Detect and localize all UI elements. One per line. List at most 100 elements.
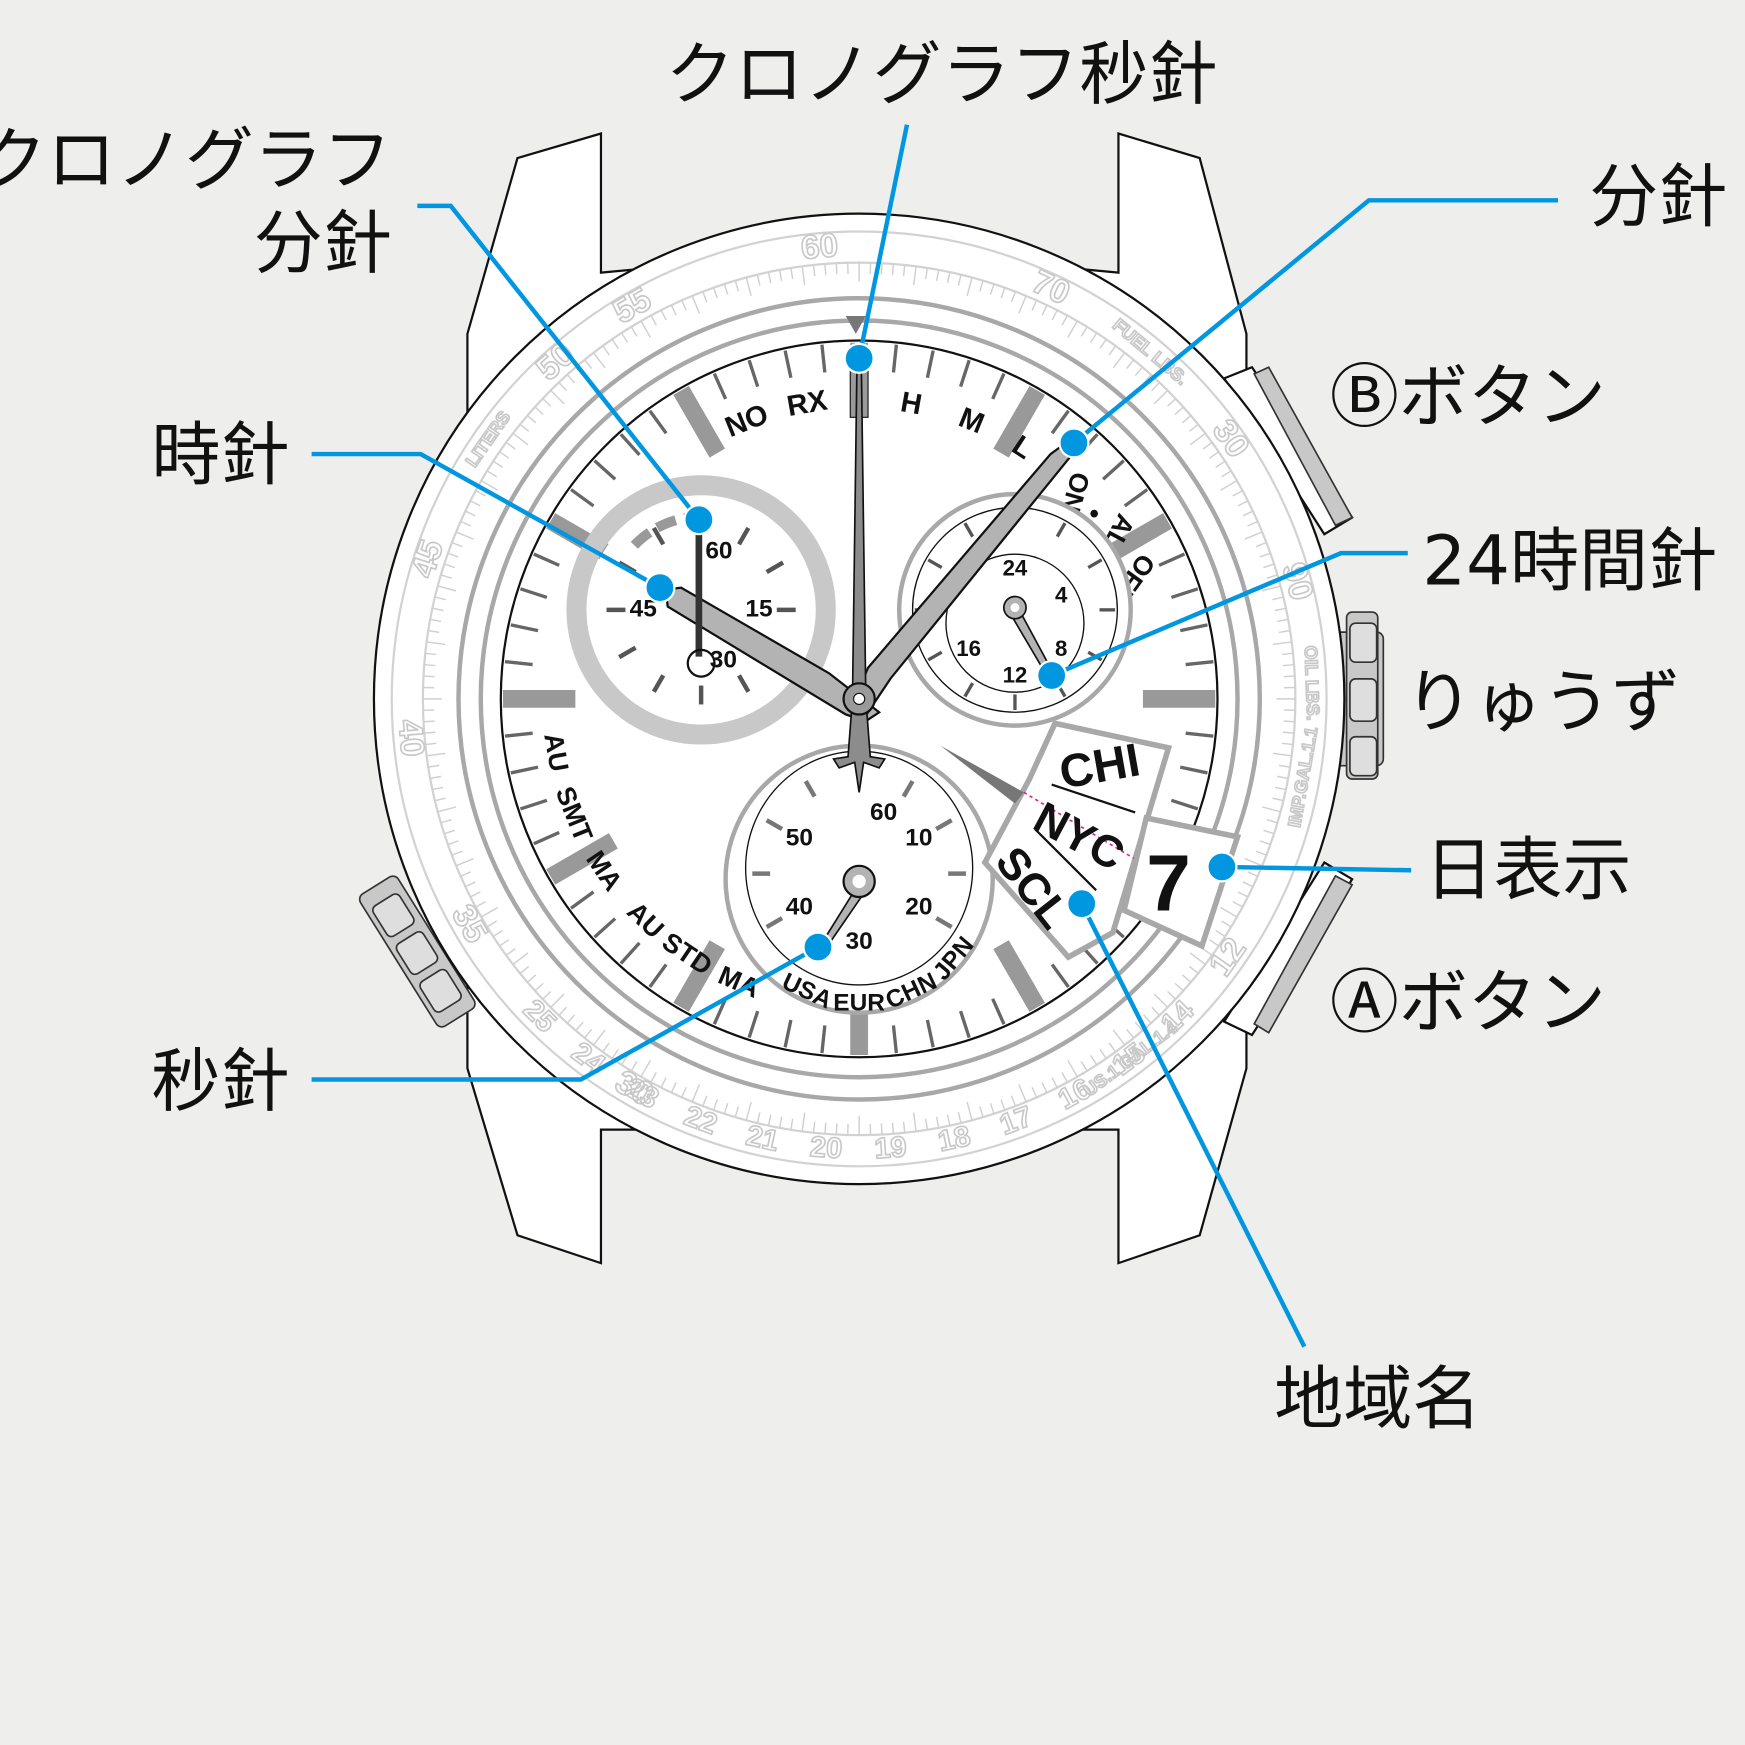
minute-tick	[570, 488, 595, 508]
label-minute-hand: 分針	[1589, 157, 1727, 237]
bezel-tick	[723, 283, 729, 295]
bezel-tick	[891, 1122, 895, 1134]
bezel-tick	[1051, 309, 1058, 321]
minute-tick	[991, 372, 1006, 400]
chrono-minute-hand	[686, 528, 716, 678]
bezel-tick	[1018, 295, 1027, 314]
subdial-tick	[901, 779, 915, 798]
bezel-tick	[437, 806, 457, 813]
bezel-tick	[1108, 1042, 1117, 1053]
bezel-tick	[912, 1112, 917, 1132]
bezel-tick	[602, 1042, 610, 1053]
minute-tick	[593, 459, 617, 481]
bezel-tick	[902, 1121, 906, 1133]
bezel-tick	[1143, 1014, 1152, 1024]
bezel-tick	[592, 1029, 606, 1046]
bezel-tick	[946, 272, 951, 284]
label-crown: りゅうず	[1404, 663, 1680, 743]
bezel-tick	[1220, 480, 1238, 491]
bezel-inner-number: 21	[743, 1120, 781, 1158]
label-date-display: 日表示	[1424, 831, 1631, 911]
minute-tick	[1185, 660, 1214, 667]
bezel-tick	[979, 280, 984, 292]
minute-tick	[925, 350, 935, 379]
bezel-tick	[912, 266, 917, 286]
bezel-tick	[1090, 332, 1098, 343]
bezel-tick	[989, 1102, 995, 1115]
bezel-tick	[924, 267, 929, 280]
minute-tick	[1123, 488, 1149, 508]
second-number: 20	[905, 894, 932, 921]
bezel-number: OIL LBS.	[1301, 645, 1324, 720]
bezel-tick	[1274, 786, 1287, 791]
label-chrono-second-hand: クロノグラフ秒針	[666, 35, 1218, 115]
minute-tick	[648, 963, 668, 988]
bezel-tick	[670, 304, 677, 316]
bezel-tick	[512, 432, 529, 446]
bezel-tick	[492, 460, 504, 468]
bezel-tick	[1031, 300, 1038, 311]
bezel-tick	[465, 510, 476, 517]
hour-index	[546, 513, 618, 565]
bezel-tick	[424, 731, 436, 734]
bezel-tick	[620, 1055, 629, 1066]
bezel-tick	[935, 269, 940, 282]
minute-tick	[712, 998, 728, 1025]
bezel-tick	[734, 280, 740, 292]
bezel-tick	[790, 267, 794, 280]
bezel-tick	[1189, 432, 1206, 446]
bezel-tick	[1151, 381, 1160, 392]
bezel-tick	[512, 952, 529, 966]
bezel-tick	[712, 1099, 718, 1111]
subdial-tick	[935, 916, 953, 929]
bezel-tick	[824, 263, 827, 276]
bezel-tick	[519, 423, 530, 432]
city-window: CHI NYC SCL	[940, 720, 1173, 961]
minute-tick	[891, 344, 899, 373]
bezel-tick	[660, 1077, 667, 1088]
24-hour-number: 4	[1055, 582, 1068, 607]
hour-index	[993, 940, 1045, 1012]
bezel-tick	[1215, 929, 1226, 938]
bezel-tick	[745, 1101, 752, 1121]
bezel-tick	[428, 629, 440, 634]
bezel-tick	[444, 563, 456, 569]
bezel-tick	[423, 675, 435, 678]
bezel-tick	[630, 1060, 638, 1072]
bezel-tick	[470, 891, 481, 898]
bezel-tick	[712, 287, 718, 299]
bezel-tick	[611, 1048, 619, 1059]
mode-mark: RX	[785, 384, 831, 423]
bezel-tick	[434, 596, 446, 601]
bezel-tick	[550, 993, 565, 1008]
bezel-tick	[1259, 552, 1271, 558]
bezel-tick	[1272, 641, 1292, 646]
second-number: 50	[786, 825, 813, 852]
bezel-tick	[465, 881, 476, 888]
bezel-tick	[1067, 1059, 1078, 1078]
bezel-tick	[1266, 574, 1278, 579]
region-label: EUR	[833, 989, 885, 1016]
bezel-tick	[1244, 857, 1263, 867]
label-button-a: Ⓐボタン	[1330, 963, 1606, 1043]
bezel-tick	[1181, 415, 1192, 424]
bezel-tick	[1202, 441, 1213, 450]
twelve-oclock-marker	[845, 316, 866, 334]
bezel-tick	[423, 720, 435, 723]
bezel-tick	[1126, 359, 1135, 369]
bezel-tick	[426, 641, 446, 646]
subdial-tick	[927, 558, 943, 570]
subdial-tick	[651, 526, 666, 546]
chrono-second-hand	[832, 366, 887, 793]
bezel-tick	[1247, 871, 1258, 877]
bezel-tick	[542, 990, 552, 1000]
bezel-tick	[1090, 1055, 1098, 1066]
bezel-tick	[767, 1114, 772, 1126]
24-hour-number: 24	[1003, 556, 1028, 581]
minute-tick	[783, 350, 793, 379]
bezel-tick	[880, 1123, 883, 1135]
bezel-tick	[1080, 326, 1088, 337]
bezel-tick	[475, 490, 486, 497]
minute-tick	[747, 359, 760, 388]
minute-tick	[619, 433, 641, 457]
